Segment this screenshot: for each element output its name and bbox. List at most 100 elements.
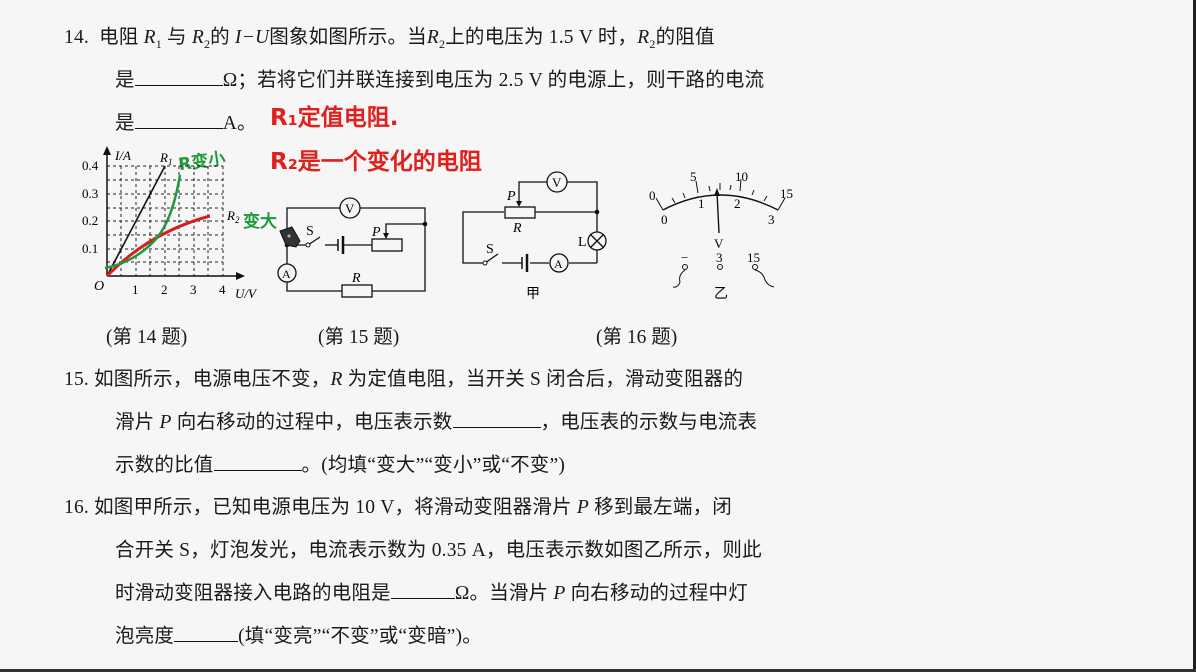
caption-fig16: (第 16 题) [596,327,678,348]
r1-sub: 1 [155,36,162,51]
answer-blank-q14-resistance[interactable] [134,67,223,86]
meter-needle [716,191,720,234]
voltmeter-label: V [552,175,562,190]
terminal-3 [717,264,723,270]
answer-blank-q16-brightness[interactable] [174,623,239,642]
switch-label: S [306,224,314,239]
figure-jia-label: 甲 [526,287,540,302]
voltmeter-q15 [339,197,361,219]
meter-unit-label: V [714,236,724,251]
q14-text: 是 [115,70,135,91]
terminal-15 [752,264,758,270]
q15-text: 。(均填“变大”“变小”或“不变”) [301,455,566,476]
y-axis-label: I/A [114,148,131,163]
r2-sub: 2 [649,36,656,51]
x-tick: 4 [219,282,226,297]
ammeter-label: A [282,267,291,281]
q14-text: 的阻值 [655,27,715,48]
r2-symbol: R [191,27,204,48]
resistor-r-q15 [341,284,373,298]
q16-text: 向右移动的过程中灯 [570,583,748,604]
q14-text: 是 [115,113,135,134]
q16-text: 泡亮度 [115,626,175,647]
caption-fig15: (第 15 题) [318,327,400,348]
slider-label: P [506,189,516,204]
origin-label: O [94,279,104,294]
terminal-label-negative: − [681,250,688,265]
q16-text: 时滑动变阻器接入电路的电阻是 [115,583,391,604]
resistor-label: R [351,271,361,286]
q16-line-2: 合开关 S，灯泡发光，电流表示数为 0.35 A，电压表示数如图乙所示，则此 [115,533,762,562]
x-axis-arrow-icon [236,272,245,280]
bottom-scale-label: 0 [661,212,668,227]
q16-line-3: 时滑动变阻器接入电路的电阻是 Ω。当滑片 P 向右移动的过程中灯 [115,576,748,605]
iu-chart: 0.4 0.3 0.2 0.1 1 2 3 4 O I/A U/V R1 R2 [82,146,258,301]
p-symbol: P [576,497,589,518]
rheostat-jia [504,206,536,219]
q14-text: 与 [167,27,187,48]
answer-blank-q16-resistance[interactable] [390,580,455,599]
p-symbol: P [553,583,566,604]
lamp-l [587,231,607,251]
x-axis-label: U/V [235,286,258,301]
q14-text: Ω；若将它们并联连接到电压为 2.5 V 的电源上，则干路的电流 [222,70,765,91]
iu-symbol: I−U [234,27,270,48]
resistor-label: R [512,221,522,236]
handwritten-note-green-side: 变大 [243,212,277,232]
voltmeter-jia [546,171,568,193]
answer-blank-q15-voltage[interactable] [452,409,541,428]
q15-text: 为定值电阻，当开关 S 闭合后，滑动变阻器的 [347,369,744,390]
switch-label: S [486,242,494,257]
bottom-scale-label: 1 [698,196,705,211]
q16-text: (填“变亮”“不变”或“变暗”)。 [238,626,482,647]
q14-line-1: 14. 电阻 R1 与 R2的 I−U图象如图所示。当R2上的电压为 1.5 V… [64,20,715,52]
q15-text: 如图所示，电源电压不变， [94,369,331,390]
top-scale-label: 5 [690,169,697,184]
q16-number: 16. [64,497,89,518]
x-tick: 1 [132,282,139,297]
terminal-label-15: 15 [747,250,760,265]
bottom-scale-label: 2 [734,196,741,211]
r2-curve-label: R2 [226,208,240,225]
q14-text: 图象如图所示。当 [269,27,427,48]
lamp-label: L [578,235,587,250]
ammeter-q15 [277,263,297,283]
r1-curve-label: R1 [159,150,172,167]
q16-line-4: 泡亮度 (填“变亮”“不变”或“变暗”)。 [115,619,482,648]
y-tick: 0.4 [82,158,99,173]
q14-text: A。 [222,113,257,134]
wire-left [672,269,686,288]
r2-symbol: R [637,27,650,48]
rheostat-q15 [371,238,403,252]
p-symbol: P [159,412,172,433]
circuit-diagram-jia: V A S P R L 甲 [462,171,607,302]
x-tick: 3 [190,282,197,297]
q14-number: 14. [64,27,89,48]
q16-text: 如图甲所示，已知电源电压为 10 V，将滑动变阻器滑片 [94,497,572,518]
y-tick: 0.1 [82,241,98,256]
voltmeter-dial-yi: 0 5 10 15 0 1 2 3 V − 3 15 乙 [649,169,793,302]
q14-text: 上的电压为 1.5 V 时， [445,27,638,48]
answer-blank-q14-current[interactable] [134,110,223,129]
q16-line-1: 16. 如图甲所示，已知电源电压为 10 V，将滑动变阻器滑片 P 移到最左端，… [64,490,732,519]
q15-line-2: 滑片 P 向右移动的过程中，电压表示数，电压表的示数与电流表 [115,405,757,434]
r1-line [106,165,166,277]
ammeter-label: A [554,257,563,271]
q14-text: 的 [210,27,230,48]
r2-sub: 2 [439,36,446,51]
green-handdrawn-curve [104,174,182,270]
wire-right [754,269,775,288]
terminal-label-3: 3 [716,250,723,265]
caption-fig14: (第 14 题) [106,327,188,348]
q15-text: 滑片 [115,412,155,433]
q16-text: Ω。当滑片 [454,583,549,604]
figure-yi-label: 乙 [714,286,728,302]
ammeter-jia [549,253,569,273]
chart-axes [106,150,240,277]
window-bottom-border [0,669,1196,672]
y-axis-arrow-icon [103,146,111,155]
answer-blank-q15-ratio[interactable] [213,452,302,471]
bottom-scale-label: 3 [768,212,775,227]
r1-symbol: R [143,27,156,48]
slider-label: P [371,225,381,240]
